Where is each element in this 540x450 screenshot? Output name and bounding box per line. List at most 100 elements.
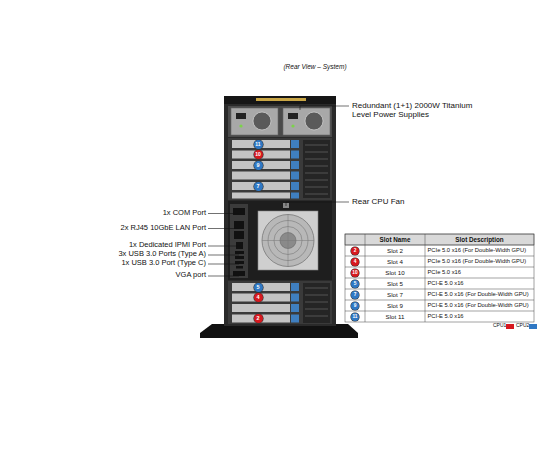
- leader-line: [208, 106, 349, 276]
- io-panel-and-fan: [262, 215, 314, 267]
- slot-table: [345, 245, 534, 311]
- io-panel-and-fan: [234, 221, 244, 229]
- view-title: (Rear View – System): [235, 63, 395, 70]
- leader-line: [208, 264, 239, 265]
- leader-line: [208, 255, 239, 256]
- io-panel-and-fan: [235, 256, 244, 259]
- callout-number: 9: [254, 161, 263, 170]
- io-panel-and-fan: [230, 204, 248, 278]
- table-cell: Slot 5: [366, 280, 424, 287]
- upper-expansion-slots: [291, 140, 299, 148]
- callout-label: VGA port: [86, 271, 206, 280]
- upper-expansion-slots: [228, 138, 332, 200]
- legend-label: CPU2: [516, 323, 529, 329]
- io-panel-and-fan: [235, 261, 244, 264]
- io-panel-and-fan: [228, 201, 332, 280]
- power-supplies: [288, 113, 298, 119]
- io-panel-and-fan: [233, 271, 245, 276]
- upper-expansion-slots: [291, 182, 299, 190]
- upper-expansion-slots: [232, 172, 290, 180]
- table-cell: PCI-E 5.0 x16 (For Double-Width GPU): [428, 302, 529, 309]
- upper-expansion-slots: [291, 172, 299, 180]
- io-panel-and-fan: [262, 215, 314, 267]
- table-cell: PCI-E 5.0 x16: [428, 280, 464, 287]
- upper-expansion-slots: [232, 193, 290, 199]
- callout-label: 1x COM Port: [86, 209, 206, 218]
- callout-number: 11: [351, 313, 359, 321]
- callout-label: Rear CPU Fan: [352, 197, 404, 206]
- slot-table: [345, 234, 534, 245]
- lower-expansion-slots: [291, 315, 299, 323]
- table-cell: Slot 2: [366, 247, 424, 254]
- upper-expansion-slots: [303, 140, 330, 198]
- table-cell: PCI-E 5.0 x16 (For Double-Width GPU): [428, 291, 529, 298]
- table-cell: Slot 9: [366, 302, 424, 309]
- callout-number: 11: [254, 140, 263, 149]
- lower-expansion-slots: [291, 283, 299, 291]
- io-panel-and-fan: [258, 211, 318, 270]
- leader-line: [208, 228, 239, 229]
- callout-number: 5: [351, 280, 359, 288]
- power-supplies: [253, 112, 271, 130]
- upper-expansion-slots: [232, 151, 290, 159]
- io-panel-and-fan: [228, 201, 332, 280]
- lower-expansion-slots: [232, 294, 290, 302]
- lower-expansion-slots: [228, 281, 332, 324]
- callout-number: 10: [254, 150, 263, 159]
- io-panel-and-fan: [233, 208, 245, 215]
- callout-label: 1x USB 3.0 Port (Type C): [86, 259, 206, 268]
- table-cell: PCIe 5.0 x16: [428, 269, 462, 276]
- lower-expansion-slots: [291, 294, 299, 302]
- callout-number: 2: [254, 314, 263, 323]
- callout-label: 2x RJ45 10GbE LAN Port: [86, 224, 206, 233]
- legend-label: CPU1: [493, 323, 506, 329]
- lower-expansion-slots: [232, 304, 290, 312]
- callout-number: 9: [351, 302, 359, 310]
- callout-label: 3x USB 3.0 Ports (Type A): [86, 250, 206, 259]
- power-supplies: [228, 106, 332, 137]
- tower-foot: [200, 324, 358, 338]
- io-panel-and-fan: [235, 251, 244, 254]
- callout-number: 5: [254, 283, 263, 292]
- tower-foot: [200, 324, 358, 338]
- legend-swatch: [529, 324, 537, 329]
- callout-number: 7: [254, 182, 263, 191]
- io-panel-and-fan: [234, 231, 244, 239]
- chassis: [224, 96, 336, 104]
- lower-expansion-slots: [291, 304, 299, 312]
- power-supplies: [291, 124, 294, 127]
- io-panel-and-fan: [236, 242, 243, 249]
- upper-expansion-slots: [291, 193, 299, 199]
- power-supplies: [228, 106, 332, 137]
- table-cell: PCI-E 5.0 x16: [428, 313, 464, 320]
- callout-number: 10: [351, 269, 359, 277]
- callout-label: 1x Dedicated IPMI Port: [86, 241, 206, 250]
- callout-number: 4: [351, 258, 359, 266]
- upper-expansion-slots: [232, 140, 290, 148]
- callout-label: Redundant (1+1) 2000W Titanium Level Pow…: [352, 101, 482, 119]
- table-header: Slot Name: [366, 236, 424, 243]
- leader-line: [300, 106, 349, 110]
- table-cell: Slot 11: [366, 313, 424, 320]
- slot-table: [345, 234, 534, 322]
- slot-table: [345, 234, 534, 322]
- leader-line: [286, 202, 349, 206]
- legend-swatch: [506, 324, 514, 329]
- callout-number: 7: [351, 291, 359, 299]
- upper-expansion-slots: [291, 161, 299, 169]
- table-cell: Slot 10: [366, 269, 424, 276]
- lower-expansion-slots: [305, 288, 328, 316]
- chassis: [224, 96, 336, 326]
- io-panel-and-fan: [236, 266, 243, 269]
- upper-expansion-slots: [305, 145, 328, 194]
- power-supplies: [236, 113, 246, 119]
- table-cell: Slot 7: [366, 291, 424, 298]
- callout-number: 2: [351, 247, 359, 255]
- lower-expansion-slots: [303, 283, 330, 323]
- upper-expansion-slots: [291, 151, 299, 159]
- upper-expansion-slots: [228, 138, 332, 200]
- upper-expansion-slots: [232, 182, 290, 190]
- table-cell: Slot 4: [366, 258, 424, 265]
- leader-line: [208, 276, 239, 277]
